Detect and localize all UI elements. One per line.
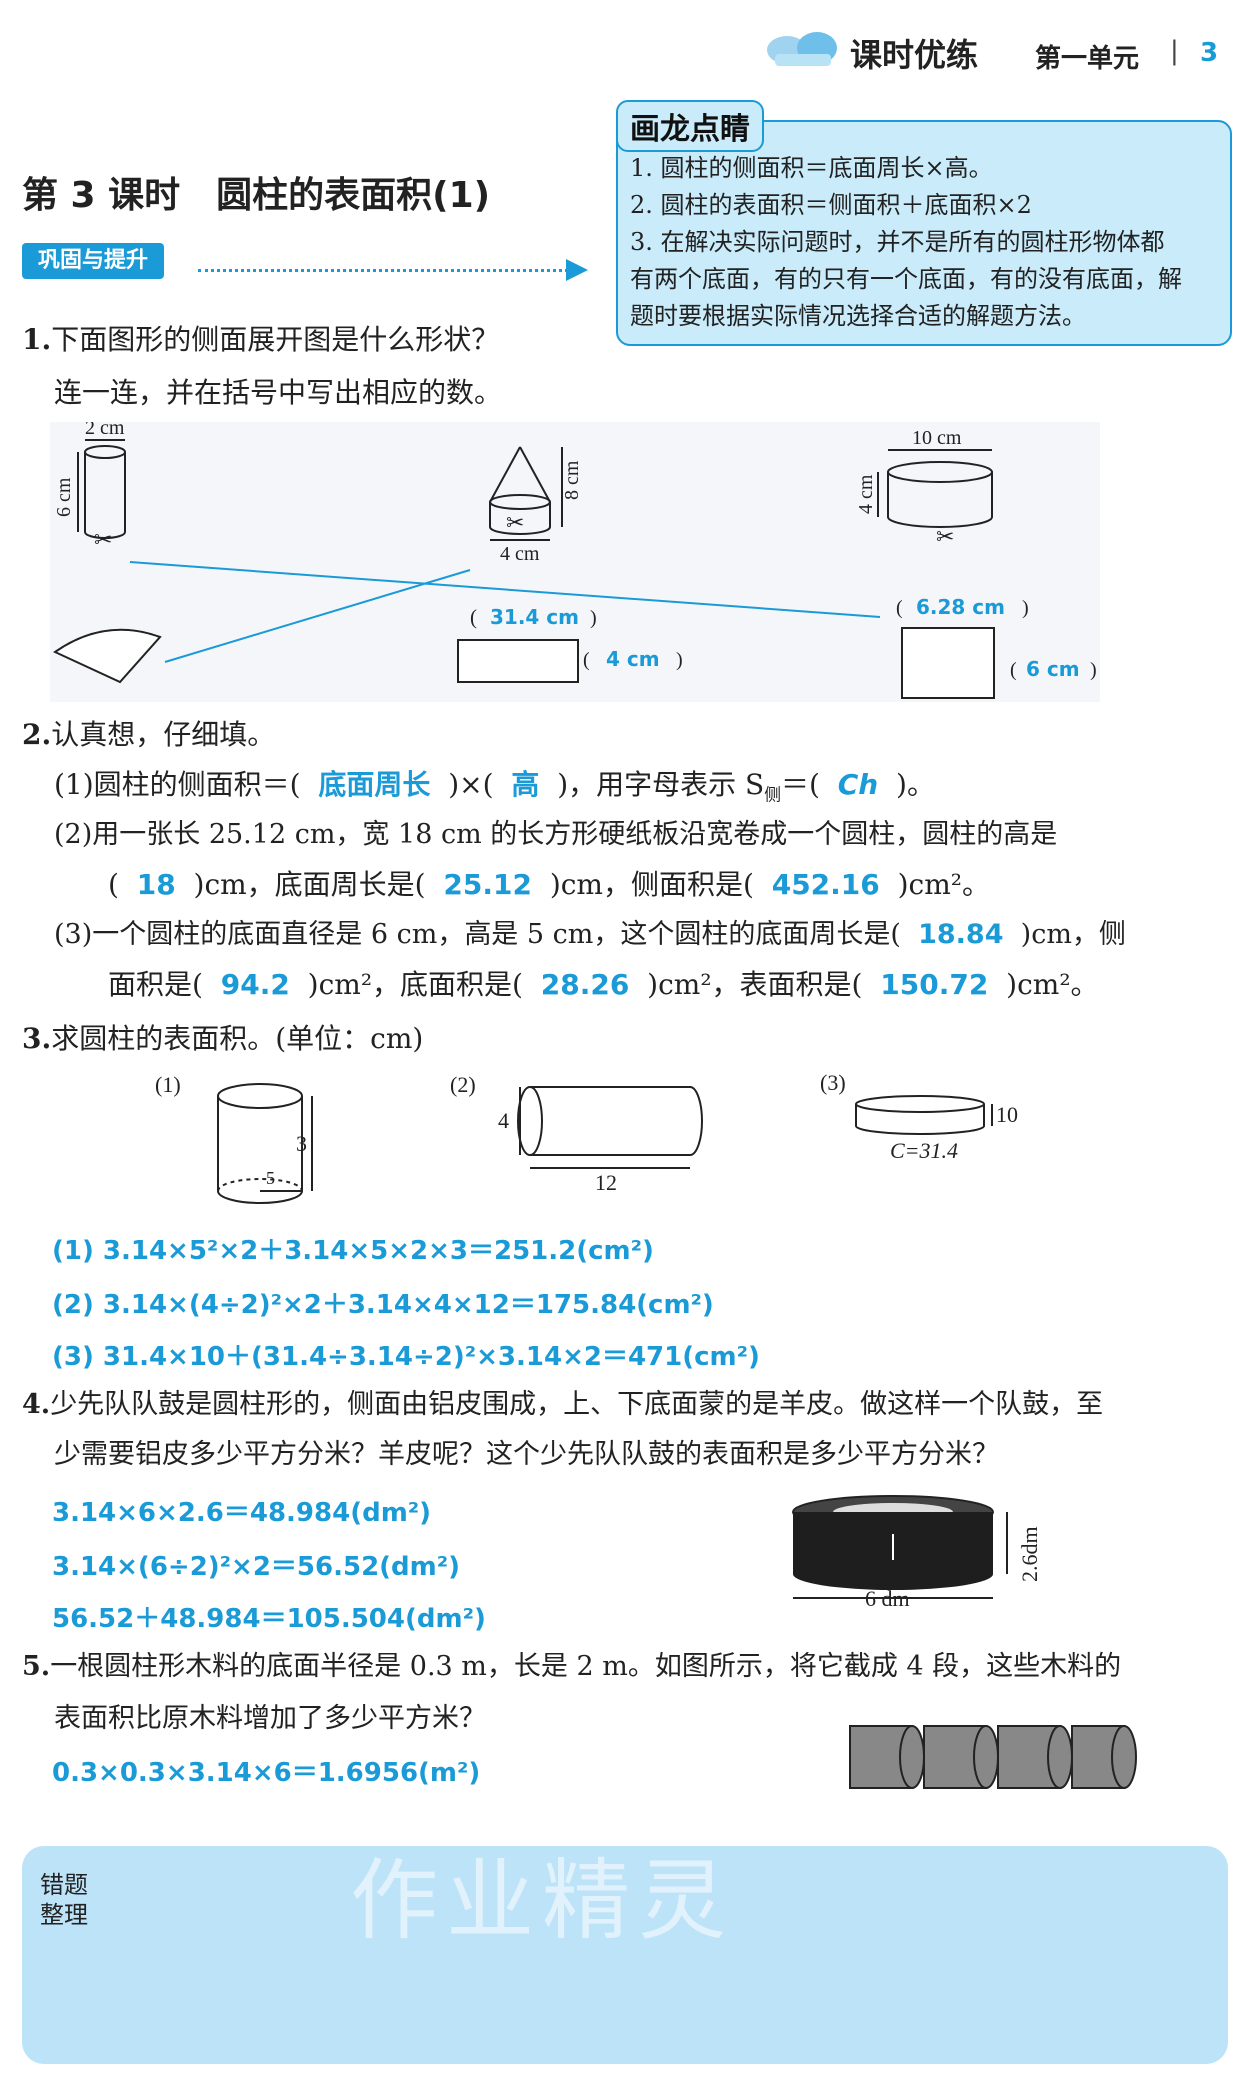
scissors-icon: ✂	[506, 510, 524, 535]
svg-text:(: (	[583, 649, 590, 671]
svg-text:3: 3	[296, 1131, 307, 1156]
q4-number: 4.	[22, 1389, 51, 1420]
wide-cylinder	[877, 449, 993, 528]
drum-figure: 2.6dm 6 dm	[785, 1482, 1075, 1622]
label-c-h: 4 cm	[855, 474, 877, 514]
label-c-w: 10 cm	[912, 427, 962, 449]
lesson-title: 第 3 课时 圆柱的表面积(1)	[22, 175, 491, 216]
svg-text:10: 10	[996, 1102, 1018, 1127]
q4-answer-2: 3.14×(6÷2)²×2＝56.52(dm²)	[52, 1552, 461, 1582]
q3-title: 3.求圆柱的表面积。(单位：cm)	[22, 1022, 424, 1055]
q5-text1: 5.一根圆柱形木料的底面半径是 0.3 m，长是 2 m。如图所示，将它截成 4…	[22, 1651, 1122, 1682]
header-unit: 第一单元	[1035, 44, 1140, 74]
header-logo	[765, 28, 841, 68]
svg-text:(1): (1)	[155, 1072, 181, 1097]
q5-text2: 表面积比原木料增加了多少平方米？	[54, 1703, 486, 1734]
match-line	[129, 561, 881, 618]
q4-answer-1: 3.14×6×2.6＝48.984(dm²)	[52, 1498, 432, 1528]
q5-number: 5.	[22, 1651, 51, 1682]
section-dotted-line	[198, 269, 568, 272]
tip-line: 2. 圆柱的表面积＝侧面积＋底面积×2	[630, 191, 1032, 219]
tip-line: 3. 在解决实际问题时，并不是所有的圆柱形物体都	[630, 228, 1165, 256]
q4-answer-3: 56.52＋48.984＝105.504(dm²)	[52, 1604, 486, 1634]
q4-text1: 4.少先队队鼓是圆柱形的，侧面由铝皮围成，上、下底面蒙的是羊皮。做这样一个队鼓，…	[22, 1389, 1104, 1420]
header-separator: |	[1170, 36, 1179, 66]
svg-text:2.6dm: 2.6dm	[1017, 1526, 1042, 1582]
label-b-w: 4 cm	[500, 543, 540, 565]
q5-answer: 0.3×0.3×3.14×6＝1.6956(m²)	[52, 1758, 481, 1788]
cylinder-2	[517, 1086, 703, 1169]
svg-text:): )	[676, 649, 683, 671]
answer-rect-short: 4 cm	[606, 647, 660, 671]
match-line	[164, 569, 471, 663]
svg-text:4: 4	[498, 1108, 509, 1133]
svg-text:12: 12	[595, 1170, 617, 1195]
answer-square-side: 6 cm	[1026, 657, 1080, 681]
svg-text:C=31.4: C=31.4	[890, 1138, 958, 1163]
q1-figure: 2 cm 6 cm ✂ 8 cm 4 cm ✂ 10 cm 4 cm ✂	[50, 417, 1100, 702]
tips-box	[616, 120, 1232, 346]
q4-text2: 少需要铝皮多少平方分米？羊皮呢？这个少先队队鼓的表面积是多少平方分米？	[54, 1439, 999, 1470]
answer-rect-long: 31.4 cm	[490, 605, 579, 629]
error-review-label: 错题 整理	[40, 1871, 88, 1929]
svg-text:5: 5	[266, 1168, 275, 1188]
label-b-h: 8 cm	[561, 460, 583, 500]
cylinder-1	[217, 1083, 313, 1204]
rectangle-shape	[457, 639, 579, 683]
tip-line: 有两个底面，有的只有一个底面，有的没有底面，解	[630, 265, 1182, 293]
arrow-icon	[566, 259, 588, 281]
svg-text:6 dm: 6 dm	[865, 1586, 910, 1611]
header-series: 课时优练	[850, 36, 979, 74]
svg-text:): )	[1090, 659, 1097, 681]
q3-answer-1: (1) 3.14×5²×2＋3.14×5×2×3＝251.2(cm²)	[52, 1236, 654, 1266]
q1-text1: 1.下面图形的侧面展开图是什么形状？	[22, 323, 500, 356]
square-shape	[901, 627, 995, 699]
tip-line: 1. 圆柱的侧面积＝底面周长×高。	[630, 154, 993, 182]
svg-text:(2): (2)	[450, 1072, 476, 1097]
q2-part1: (1)圆柱的侧面积＝( 底面周长 )×( 高 )，用字母表示 S侧＝( Ch )…	[54, 768, 935, 805]
q2-part2-line2: ( 18 )cm，底面周长是( 25.12 )cm，侧面积是( 452.16 )…	[108, 868, 990, 901]
tips-heading: 画龙点睛	[616, 100, 764, 152]
svg-text:(: (	[1010, 659, 1017, 681]
cone-cylinder	[489, 446, 563, 541]
svg-text:(: (	[470, 605, 477, 629]
watermark: 作业精灵	[350, 1849, 735, 1952]
page-number: 3	[1200, 38, 1219, 68]
section-banner: 巩固与提升	[22, 243, 592, 283]
q1-number: 1.	[22, 323, 52, 356]
svg-text:): )	[1022, 597, 1029, 619]
q3-number: 3.	[22, 1022, 52, 1055]
q2-title: 2.认真想，仔细填。	[22, 718, 276, 751]
label-a-h: 6 cm	[53, 477, 75, 517]
tips-lines: 1. 圆柱的侧面积＝底面周长×高。 2. 圆柱的表面积＝侧面积＋底面积×2 3.…	[630, 150, 1182, 335]
thin-cylinder	[77, 439, 126, 539]
q1-text2: 连一连，并在括号中写出相应的数。	[54, 376, 503, 409]
q2-part3-line2: 面积是( 94.2 )cm²，底面积是( 28.26 )cm²，表面积是( 15…	[108, 968, 1099, 1001]
scissors-icon: ✂	[94, 527, 112, 552]
q2-number: 2.	[22, 718, 52, 751]
section-label: 巩固与提升	[22, 243, 165, 279]
svg-text:): )	[590, 607, 597, 629]
q3-answer-3: (3) 31.4×10＋(31.4÷3.14÷2)²×3.14×2＝471(cm…	[52, 1342, 760, 1372]
scissors-icon: ✂	[936, 524, 954, 549]
q2-part3-line1: (3)一个圆柱的底面直径是 6 cm，高是 5 cm，这个圆柱的底面周长是( 1…	[54, 919, 1126, 950]
svg-text:(3): (3)	[820, 1070, 846, 1095]
log-pieces-figure	[842, 1718, 1142, 1798]
label-a-w: 2 cm	[85, 422, 125, 439]
answer-square-top: 6.28 cm	[916, 595, 1005, 619]
q3-figures: (1) 5 3 (2) 4 12 (3)	[140, 1066, 1060, 1216]
tip-line: 题时要根据实际情况选择合适的解题方法。	[630, 302, 1086, 330]
q2-part2-line1: (2)用一张长 25.12 cm，宽 18 cm 的长方形硬纸板沿宽卷成一个圆柱…	[54, 819, 1058, 850]
q3-answer-2: (2) 3.14×(4÷2)²×2＋3.14×4×12＝175.84(cm²)	[52, 1290, 714, 1320]
sector-shape	[53, 628, 162, 684]
error-review-box	[22, 1846, 1228, 2064]
cylinder-3	[855, 1095, 993, 1135]
svg-text:(: (	[896, 597, 903, 619]
